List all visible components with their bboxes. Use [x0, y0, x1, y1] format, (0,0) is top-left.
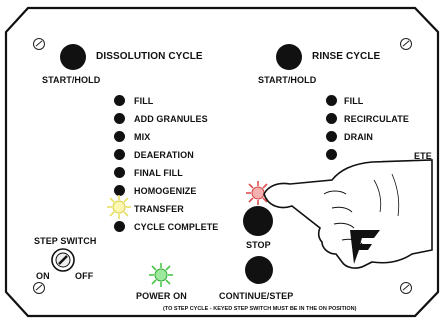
- dissolution-step-label: ADD GRANULES: [134, 114, 208, 124]
- dissolution-step-label: DEAERATION: [134, 150, 194, 160]
- dissolution-step-label: HOMOGENIZE: [134, 186, 197, 196]
- step-switch-label: STEP SWITCH: [34, 236, 97, 246]
- dissolution-step-label: FINAL FILL: [134, 168, 183, 178]
- brand-logo: [350, 230, 380, 264]
- rinse-start-hold-label: START/HOLD: [258, 75, 317, 85]
- rinse-step-label: FILL: [344, 96, 364, 106]
- dissolution-led-fill: [114, 95, 125, 106]
- dissolution-start-hold-button[interactable]: [60, 44, 86, 70]
- rinse-led-drain: [326, 131, 337, 142]
- screw-icon: [33, 282, 45, 294]
- dissolution-led-transfer: [107, 195, 131, 219]
- dissolution-step-label: FILL: [134, 96, 154, 106]
- dissolution-led-final-fill: [114, 167, 125, 178]
- rinse-start-hold-button[interactable]: [276, 44, 302, 70]
- rinse-step-label-partial: ETE: [414, 151, 432, 161]
- dissolution-start-hold-label: START/HOLD: [42, 75, 101, 85]
- power-on-led: [149, 263, 173, 287]
- screw-icon: [33, 38, 45, 50]
- step-switch-on-label: ON: [36, 271, 50, 281]
- stop-button[interactable]: [243, 206, 273, 236]
- rinse-led-complete: [326, 149, 337, 160]
- dissolution-step-label: MIX: [134, 132, 151, 142]
- screw-icon: [400, 282, 412, 294]
- dissolution-led-deaeration: [114, 149, 125, 160]
- continue-step-label: CONTINUE/STEP: [219, 291, 294, 301]
- dissolution-step-label: CYCLE COMPLETE: [134, 222, 219, 232]
- dissolution-led-add-granules: [114, 113, 125, 124]
- dissolution-led-cycle-complete: [114, 221, 125, 232]
- dissolution-cycle-title: DISSOLUTION CYCLE: [96, 51, 203, 62]
- rinse-led-recirculate: [326, 113, 337, 124]
- step-switch-off-label: OFF: [75, 271, 94, 281]
- step-instruction-note: (TO STEP CYCLE - KEYED STEP SWITCH MUST …: [163, 306, 357, 312]
- dissolution-step-label: TRANSFER: [134, 204, 184, 214]
- stop-label: STOP: [246, 240, 271, 250]
- power-on-label: POWER ON: [136, 291, 187, 301]
- continue-step-button[interactable]: [245, 256, 273, 284]
- key-switch-icon[interactable]: [50, 247, 76, 273]
- rinse-step-label: RECIRCULATE: [344, 114, 409, 124]
- dissolution-led-homogenize: [114, 185, 125, 196]
- rinse-cycle-title: RINSE CYCLE: [312, 51, 381, 62]
- rinse-step-label: DRAIN: [344, 132, 373, 142]
- dissolution-led-mix: [114, 131, 125, 142]
- rinse-led-fill: [326, 95, 337, 106]
- screw-icon: [400, 38, 412, 50]
